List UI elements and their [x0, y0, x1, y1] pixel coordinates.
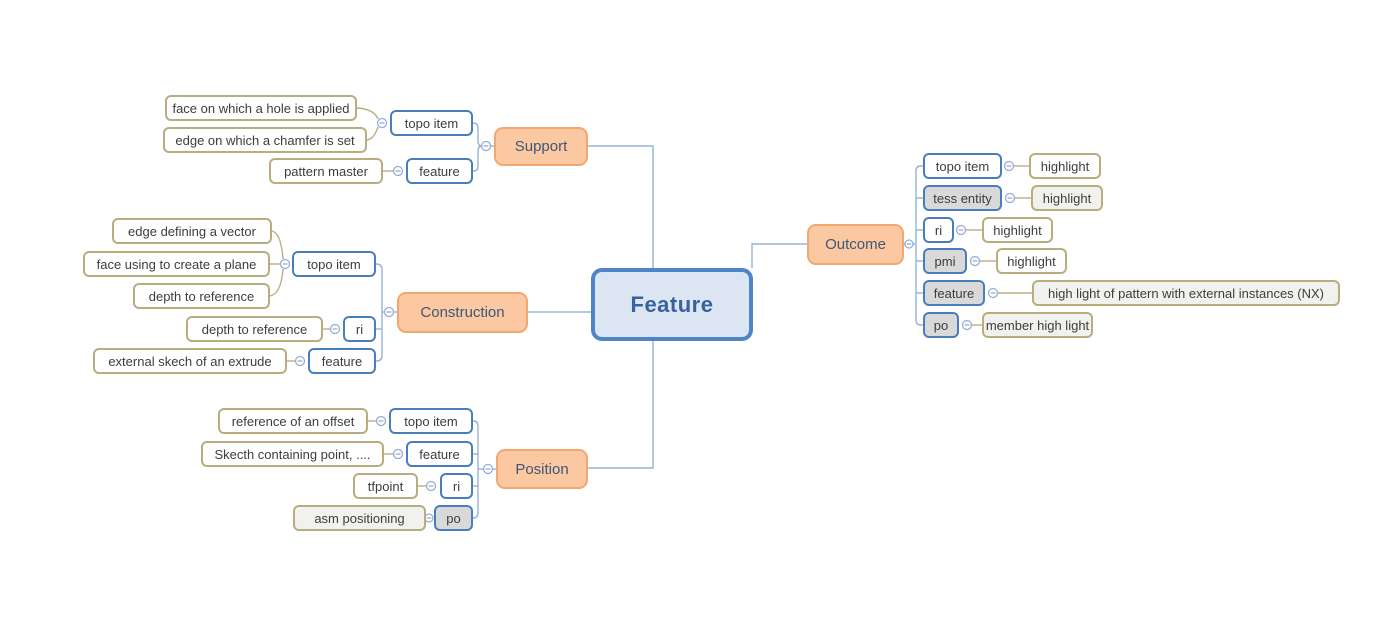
subtopic-position-po[interactable]: po [434, 505, 473, 531]
collapse-icon-position-po[interactable] [424, 513, 434, 523]
leaf-face-create-plane[interactable]: face using to create a plane [83, 251, 270, 277]
leaf-tfpoint[interactable]: tfpoint [353, 473, 418, 499]
topic-support[interactable]: Support [494, 127, 588, 166]
subtopic-outcome-po[interactable]: po [923, 312, 959, 338]
collapse-icon-outcome-tess[interactable] [1004, 192, 1016, 204]
topic-outcome[interactable]: Outcome [807, 224, 904, 265]
leaf-depth-to-reference-ri[interactable]: depth to reference [186, 316, 323, 342]
leaf-highlight-pattern-external-nx[interactable]: high light of pattern with external inst… [1032, 280, 1340, 306]
collapse-icon-construction-ri[interactable] [329, 323, 341, 335]
subtopic-position-feature[interactable]: feature [406, 441, 473, 467]
collapse-toggles [279, 117, 1016, 523]
subtopic-construction-feature[interactable]: feature [308, 348, 376, 374]
collapse-icon-position-ri[interactable] [425, 480, 437, 492]
collapse-icon-outcome-topo[interactable] [1003, 160, 1015, 172]
topic-construction[interactable]: Construction [397, 292, 528, 333]
leaf-highlight-pmi[interactable]: highlight [996, 248, 1067, 274]
collapse-icon-outcome-pmi[interactable] [969, 255, 981, 267]
leaf-depth-to-reference-topo[interactable]: depth to reference [133, 283, 270, 309]
subtopic-outcome-pmi[interactable]: pmi [923, 248, 967, 274]
collapse-icon-position-feature[interactable] [392, 448, 404, 460]
collapse-icon-position[interactable] [482, 463, 494, 475]
collapse-icon-outcome-po[interactable] [961, 319, 973, 331]
collapse-icon-support-feature[interactable] [392, 165, 404, 177]
leaf-asm-positioning[interactable]: asm positioning [293, 505, 426, 531]
central-topic-feature[interactable]: Feature [591, 268, 753, 341]
leaf-sketch-containing-point[interactable]: Skecth containing point, .... [201, 441, 384, 467]
subtopic-construction-topo-item[interactable]: topo item [292, 251, 376, 277]
leaf-highlight-ri[interactable]: highlight [982, 217, 1053, 243]
subtopic-support-feature[interactable]: feature [406, 158, 473, 184]
collapse-icon-construction-feature[interactable] [294, 355, 306, 367]
leaf-reference-of-offset[interactable]: reference of an offset [218, 408, 368, 434]
leaf-highlight-tess[interactable]: highlight [1031, 185, 1103, 211]
leaf-face-hole-applied[interactable]: face on which a hole is applied [165, 95, 357, 121]
collapse-icon-outcome-feature[interactable] [987, 287, 999, 299]
topic-position[interactable]: Position [496, 449, 588, 489]
subtopic-outcome-tess-entity[interactable]: tess entity [923, 185, 1002, 211]
collapse-icon-outcome[interactable] [904, 239, 914, 249]
leaf-connectors [269, 107, 1032, 487]
collapse-icon-construction[interactable] [383, 306, 395, 318]
collapse-icon-construction-topo[interactable] [279, 258, 291, 270]
leaf-highlight-topo[interactable]: highlight [1029, 153, 1101, 179]
collapse-icon-support-topo[interactable] [376, 117, 388, 129]
leaf-pattern-master[interactable]: pattern master [269, 158, 383, 184]
subtopic-outcome-topo-item[interactable]: topo item [923, 153, 1002, 179]
collapse-icon-support[interactable] [480, 140, 492, 152]
subtopic-position-ri[interactable]: ri [440, 473, 473, 499]
subtopic-construction-ri[interactable]: ri [343, 316, 376, 342]
collapse-icon-position-topo[interactable] [375, 415, 387, 427]
collapse-icon-outcome-ri[interactable] [955, 224, 967, 236]
subtopic-outcome-ri[interactable]: ri [923, 217, 954, 243]
leaf-member-high-light[interactable]: member high light [982, 312, 1093, 338]
subtopic-support-topo-item[interactable]: topo item [390, 110, 473, 136]
subtopic-position-topo-item[interactable]: topo item [389, 408, 473, 434]
leaf-edge-defining-vector[interactable]: edge defining a vector [112, 218, 272, 244]
leaf-external-skech-extrude[interactable]: external skech of an extrude [93, 348, 287, 374]
leaf-edge-chamfer-set[interactable]: edge on which a chamfer is set [163, 127, 367, 153]
subtopic-outcome-feature[interactable]: feature [923, 280, 985, 306]
